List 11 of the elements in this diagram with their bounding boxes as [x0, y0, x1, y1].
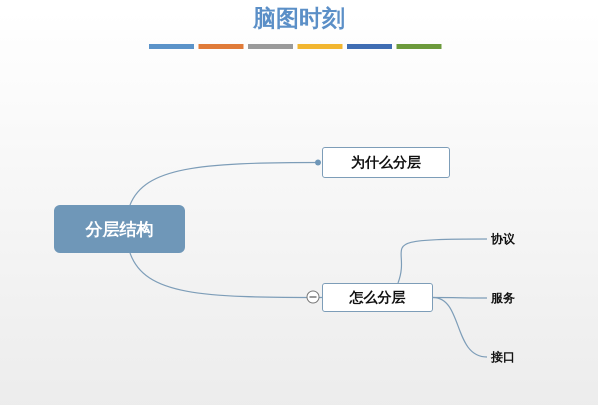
subtopic-text: 服务 — [491, 289, 531, 307]
connector-line — [397, 238, 487, 284]
subtopic-text: 协议 — [491, 230, 531, 248]
topic-box: 怎么分层 — [322, 283, 433, 312]
subtopic-text: 接口 — [491, 348, 531, 366]
topic-box: 为什么分层 — [322, 147, 450, 178]
title: 脑图时刻 — [252, 5, 346, 34]
root-topic-box: 分层结构 — [54, 205, 185, 253]
connector-line — [432, 296, 488, 358]
connector-line — [129, 252, 322, 298]
connector-line — [129, 160, 321, 206]
